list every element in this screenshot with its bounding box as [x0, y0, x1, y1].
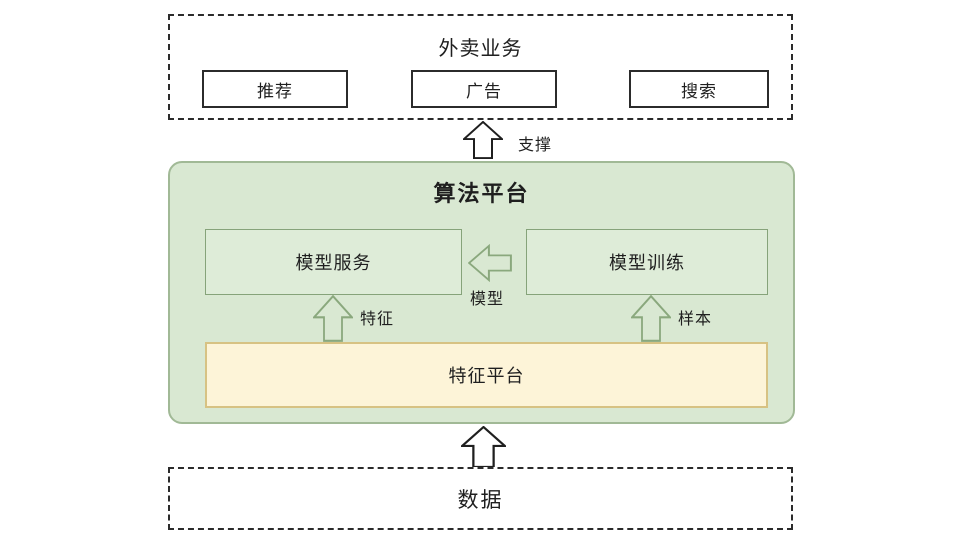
data-up-arrow-icon — [461, 426, 506, 468]
data-section: 数据 — [168, 467, 793, 530]
platform-title: 算法平台 — [433, 181, 530, 206]
business-box-ads-label: 广告 — [466, 81, 502, 101]
algorithm-platform-panel: 算法平台 模型服务 模型训练 模型 特征 样本 特征 — [168, 161, 795, 424]
feature-arrow-label: 特征 — [360, 311, 395, 328]
sample-arrow-label: 样本 — [678, 311, 713, 328]
model-training-box: 模型训练 — [526, 229, 768, 295]
business-section: 外卖业务 推荐 广告 搜索 — [168, 14, 793, 120]
business-box-recommend-label: 推荐 — [257, 81, 293, 101]
feature-platform-box: 特征平台 — [205, 342, 768, 408]
business-box-recommend: 推荐 — [202, 70, 348, 108]
business-box-search-label: 搜索 — [681, 81, 717, 101]
feature-up-arrow-icon — [313, 295, 353, 342]
model-training-label: 模型训练 — [609, 253, 685, 273]
business-title: 外卖业务 — [438, 38, 523, 60]
sample-up-arrow-icon — [631, 295, 671, 342]
business-box-search: 搜索 — [629, 70, 769, 108]
support-arrow-label: 支撑 — [518, 137, 553, 154]
business-box-ads: 广告 — [411, 70, 557, 108]
feature-platform-label: 特征平台 — [448, 366, 525, 386]
model-serving-label: 模型服务 — [295, 253, 372, 273]
support-up-arrow-icon — [463, 121, 503, 159]
data-title: 数据 — [457, 488, 504, 512]
model-arrow-label: 模型 — [470, 291, 505, 308]
model-serving-box: 模型服务 — [205, 229, 462, 295]
model-left-arrow-icon — [468, 244, 512, 282]
